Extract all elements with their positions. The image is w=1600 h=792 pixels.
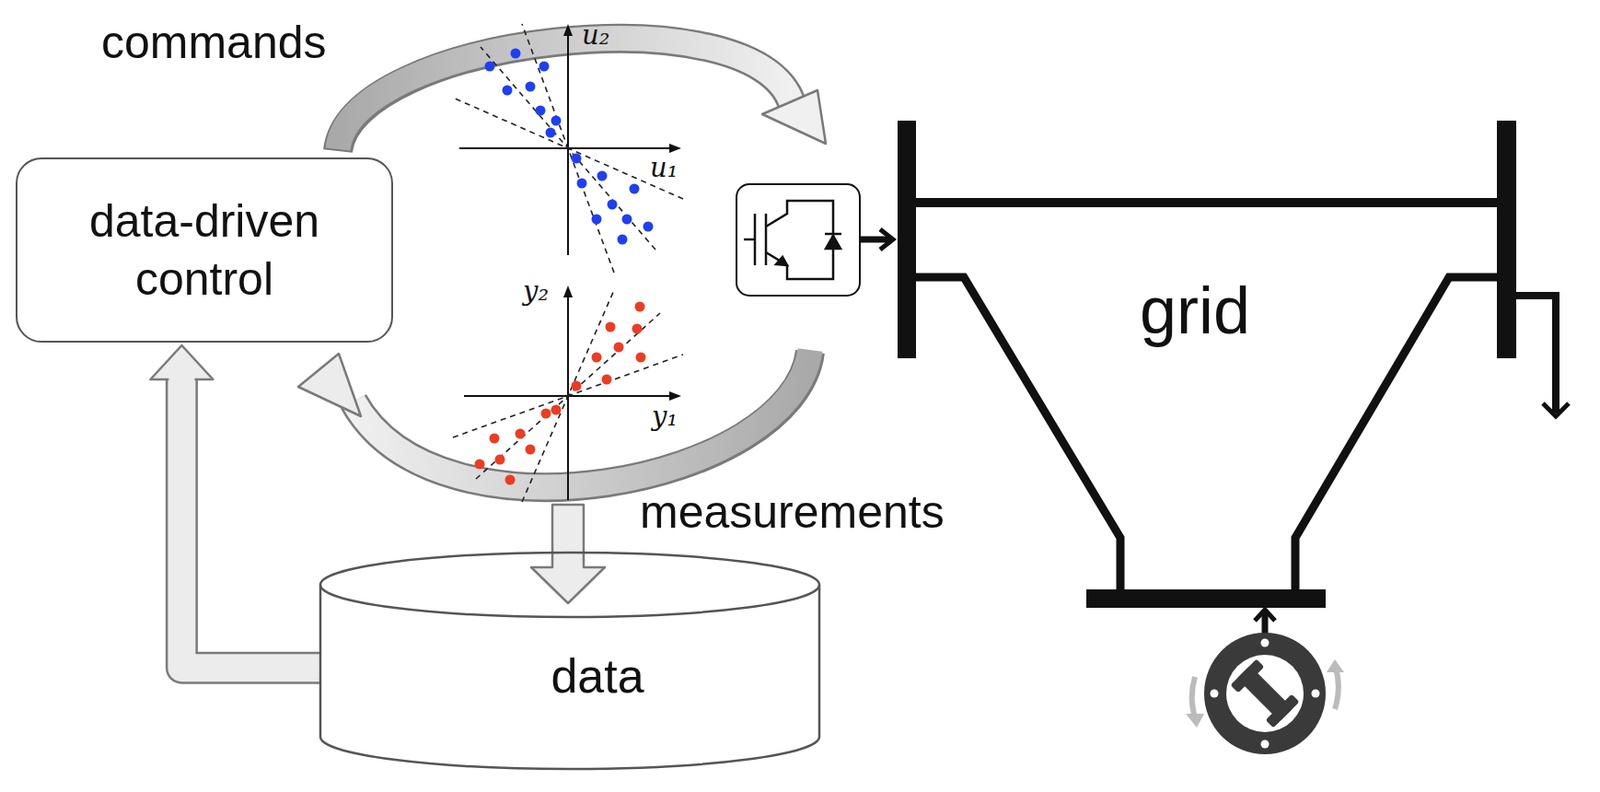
flow-label: measurements xyxy=(639,486,945,540)
data-point xyxy=(535,105,546,116)
store-arrow xyxy=(531,504,605,603)
axis-label: y₁ xyxy=(651,401,678,432)
data-point xyxy=(539,61,550,72)
region-label: grid xyxy=(1139,272,1251,349)
data-point xyxy=(591,352,603,363)
data-point xyxy=(591,214,603,225)
data-point xyxy=(502,85,513,96)
data-point xyxy=(551,405,562,416)
axis-label: y₂ xyxy=(522,276,549,307)
data-point xyxy=(577,178,588,189)
data-point xyxy=(510,48,522,59)
node-label: data-driven control xyxy=(45,192,364,308)
data-point xyxy=(607,199,618,210)
data-point xyxy=(525,81,536,93)
data-point xyxy=(622,214,633,225)
data-point xyxy=(485,61,496,72)
axis-label: u₁ xyxy=(649,152,678,184)
flow-label: commands xyxy=(101,16,327,70)
axis-label: u₂ xyxy=(581,20,610,51)
input-scatter-plot xyxy=(452,23,684,273)
data-point xyxy=(617,234,628,245)
data-point xyxy=(571,153,582,164)
data-point xyxy=(541,408,552,419)
block-arrow xyxy=(150,345,320,668)
data-point xyxy=(636,352,647,363)
converter-output-arrow xyxy=(859,229,893,250)
data-point xyxy=(643,221,654,232)
grid-network xyxy=(897,120,1569,634)
node-label: data xyxy=(318,646,877,707)
database-cylinder: data xyxy=(318,550,877,772)
data-point xyxy=(632,324,643,335)
data-point xyxy=(605,322,616,333)
data-point xyxy=(571,381,582,392)
data-point xyxy=(495,454,506,465)
commands-arrow xyxy=(337,38,826,151)
data-point xyxy=(525,444,536,455)
fit-line xyxy=(452,97,684,199)
data-point xyxy=(614,342,625,353)
process-box: data-driven control xyxy=(15,157,394,343)
data-point xyxy=(505,475,516,486)
fit-line xyxy=(452,354,684,438)
data-point xyxy=(475,459,486,470)
generator-symbol xyxy=(1185,632,1345,754)
data-point xyxy=(635,301,646,313)
data-point xyxy=(489,433,500,444)
data-point xyxy=(602,374,613,385)
data-point xyxy=(551,115,562,127)
data-point xyxy=(515,428,526,440)
measurements-arrow xyxy=(298,349,811,487)
data-point xyxy=(545,127,557,139)
data-point xyxy=(597,171,608,182)
data-point xyxy=(629,184,640,195)
converter-symbol xyxy=(736,184,860,296)
output-scatter-plot xyxy=(452,285,684,502)
